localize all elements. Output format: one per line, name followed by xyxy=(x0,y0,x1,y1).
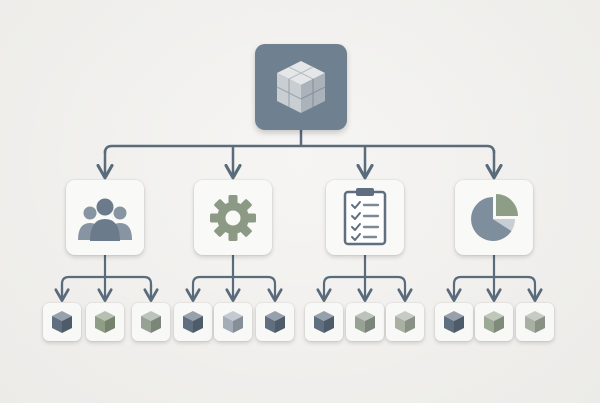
cube-icon xyxy=(52,311,72,333)
gear-icon xyxy=(210,195,256,241)
analytics-card xyxy=(455,180,533,255)
settings-subtree-lines xyxy=(185,255,283,302)
leaf-tasks-2 xyxy=(346,303,384,341)
leaf-settings-2 xyxy=(214,303,252,341)
stacked-cubes-icon xyxy=(276,61,326,113)
leaf-analytics-2 xyxy=(475,303,513,341)
cube-icon xyxy=(183,311,203,333)
leaf-team-3 xyxy=(132,303,170,341)
cube-icon xyxy=(265,311,285,333)
leaf-tasks-1 xyxy=(305,303,343,341)
tasks-subtree-lines xyxy=(316,255,413,302)
cube-icon xyxy=(355,311,375,333)
cube-icon xyxy=(525,311,545,333)
leaf-analytics-3 xyxy=(516,303,554,341)
cube-icon xyxy=(223,311,243,333)
leaf-team-2 xyxy=(86,303,124,341)
leaf-analytics-1 xyxy=(435,303,473,341)
leaf-team-1 xyxy=(43,303,81,341)
analytics-subtree-lines xyxy=(446,255,543,302)
tasks-card xyxy=(326,180,404,255)
cube-icon xyxy=(444,311,464,333)
users-icon xyxy=(78,198,132,241)
level1-bus-line xyxy=(103,144,496,154)
root-node xyxy=(255,44,347,130)
cube-icon xyxy=(395,311,415,333)
cube-icon xyxy=(95,311,115,333)
cube-icon xyxy=(141,311,161,333)
leaf-settings-3 xyxy=(256,303,294,341)
settings-card xyxy=(194,180,272,255)
leaf-tasks-3 xyxy=(386,303,424,341)
leaf-settings-1 xyxy=(174,303,212,341)
clipboard-checklist-icon xyxy=(343,188,387,246)
team-subtree-lines xyxy=(54,255,159,302)
pie-chart-icon xyxy=(471,194,518,241)
cube-icon xyxy=(484,311,504,333)
team-card xyxy=(66,180,144,255)
cube-icon xyxy=(314,311,334,333)
